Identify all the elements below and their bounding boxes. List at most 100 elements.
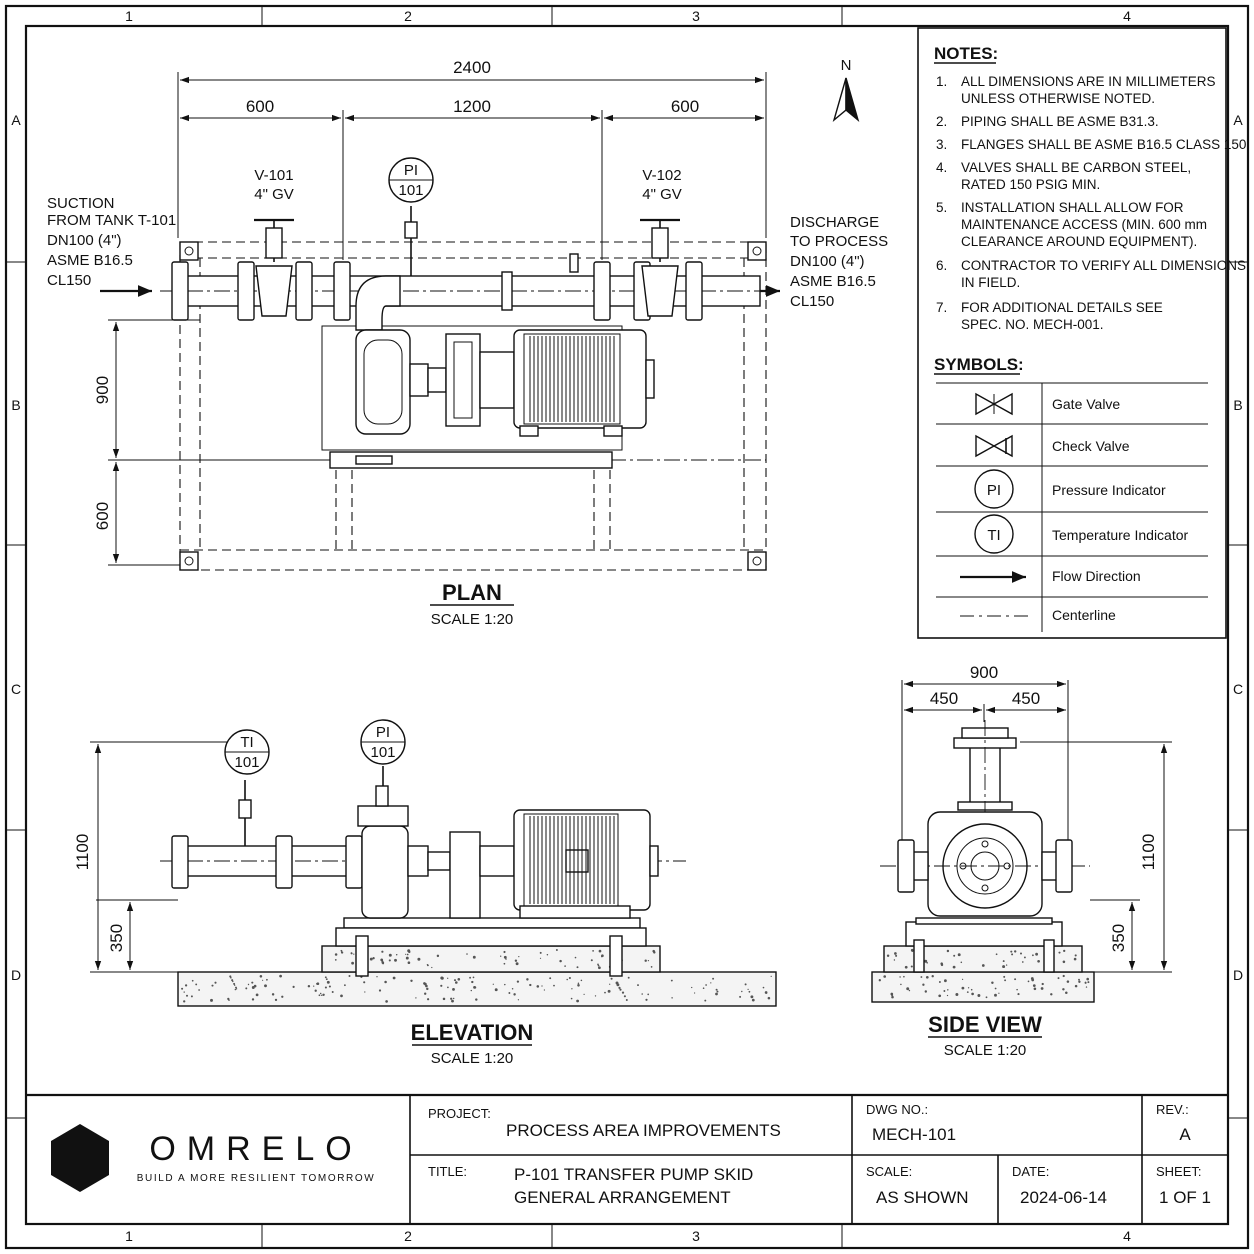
date-label: DATE: (1012, 1164, 1049, 1179)
grid-row-a-right: A (1233, 112, 1243, 128)
elevation-dim-height: 1100 (73, 834, 92, 871)
elevation-ti-label: TI (240, 734, 253, 751)
side-dim-left: 450 (930, 689, 958, 708)
discharge-note-line-1: DISCHARGE (790, 214, 879, 231)
side-dim-height: 1100 (1139, 834, 1158, 871)
company-logo-hexagon (51, 1124, 109, 1192)
grid-col-4-top: 4 (1123, 8, 1131, 24)
side-dim-width: 900 (970, 663, 998, 682)
scale-label: SCALE: (866, 1164, 912, 1179)
grid-col-2-bottom: 2 (404, 1228, 412, 1244)
symbol-label-gate-valve: Gate Valve (1052, 396, 1120, 412)
symbol-label-centerline: Centerline (1052, 607, 1116, 623)
check-valve-icon (975, 434, 1013, 458)
title-label: TITLE: (428, 1164, 467, 1179)
project-label: PROJECT: (428, 1106, 491, 1121)
elevation-view-scale: SCALE 1:20 (431, 1050, 514, 1067)
gate-valve-icon (975, 392, 1013, 416)
plan-dim-side-upper: 900 (93, 376, 112, 404)
plan-gate-valve-v102 (640, 218, 680, 317)
grid-row-d-right: D (1233, 967, 1243, 983)
plan-motor-fins (529, 336, 615, 422)
symbol-label-flow-direction: Flow Direction (1052, 568, 1141, 584)
symbols-heading: SYMBOLS: (934, 355, 1024, 374)
elevation-view-title: ELEVATION (411, 1020, 534, 1045)
plan-valve-v102-type: 4" GV (642, 186, 682, 203)
north-label: N (841, 57, 852, 74)
elevation-pi-label: PI (376, 724, 390, 741)
symbol-label-temperature-indicator: Temperature Indicator (1052, 527, 1189, 543)
elevation-pump (357, 766, 659, 919)
side-dim-right: 450 (1012, 689, 1040, 708)
grid-labels: 1 2 3 4 1 2 3 4 A B C D A B C D (11, 8, 1243, 1244)
date-value: 2024-06-14 (1020, 1188, 1107, 1207)
elevation-motor-fins (529, 816, 615, 904)
discharge-note-line-2: TO PROCESS (790, 233, 888, 250)
symbols-table (936, 382, 1208, 632)
title-block: OMRELO BUILD A MORE RESILIENT TOMORROW P… (26, 1093, 1228, 1224)
company-name: OMRELO (149, 1130, 362, 1168)
suction-note-line-1: SUCTION (47, 195, 115, 212)
plan-pi-number: 101 (398, 182, 423, 199)
elevation-foundation (177, 971, 777, 1007)
pressure-indicator-icon: PI (974, 469, 1014, 509)
notes-heading: NOTES: (934, 44, 998, 63)
suction-note-line-4: ASME B16.5 (47, 252, 133, 269)
elevation-ti-101-bubble: TI 101 (224, 729, 270, 775)
plan-view: 2400 600 1200 600 900 600 (47, 57, 888, 628)
plan-valve-v101-tag: V-101 (254, 167, 293, 184)
concrete-hatch (181, 949, 772, 1003)
suction-note-line-3: DN100 (4") (47, 232, 122, 249)
note-7-line-1: FOR ADDITIONAL DETAILS SEE (961, 300, 1163, 315)
elevation-grout-pad (321, 945, 661, 973)
plan-valve-v102-tag: V-102 (642, 167, 681, 184)
company-tagline: BUILD A MORE RESILIENT TOMORROW (137, 1173, 376, 1184)
plan-dim-side-lower: 600 (93, 502, 112, 530)
note-7-num: 7. (936, 300, 947, 315)
side-foundation (871, 971, 1095, 1003)
symbol-pi-glyph: PI (987, 482, 1001, 499)
elevation-pi-number: 101 (370, 744, 395, 761)
side-view: 900 450 450 1100 350 (871, 663, 1172, 1059)
grid-col-1-bottom: 1 (125, 1228, 133, 1244)
plan-view-title: PLAN (442, 580, 502, 605)
plan-pi-101-bubble: PI 101 (388, 157, 434, 203)
title-value-line-2: GENERAL ARRANGEMENT (514, 1188, 731, 1207)
sheet-border (4, 4, 1250, 1250)
note-5-line-2: MAINTENANCE ACCESS (MIN. 600 mm (961, 217, 1207, 232)
plan-pipe (160, 206, 780, 331)
elevation-pi-101-bubble: PI 101 (360, 719, 406, 765)
note-1-line-2: UNLESS OTHERWISE NOTED. (961, 91, 1155, 106)
elevation-dim-base: 350 (107, 924, 126, 952)
grid-col-2-top: 2 (404, 8, 412, 24)
plan-valve-v101-type: 4" GV (254, 186, 294, 203)
side-concrete-hatch (878, 948, 1090, 999)
note-4-line-2: RATED 150 PSIG MIN. (961, 177, 1100, 192)
note-5-line-1: INSTALLATION SHALL ALLOW FOR (961, 200, 1184, 215)
grid-col-4-bottom: 4 (1123, 1228, 1131, 1244)
plan-pump (355, 329, 655, 437)
plan-dim-right: 600 (671, 97, 699, 116)
north-arrow-icon: N (832, 57, 860, 122)
note-5-num: 5. (936, 200, 947, 215)
grid-row-b-right: B (1233, 397, 1242, 413)
dwg-label: DWG NO.: (866, 1102, 928, 1117)
plan-gate-valve-v101 (254, 218, 294, 317)
notes-panel: NOTES: 1. ALL DIMENSIONS ARE IN MILLIMET… (917, 27, 1250, 639)
note-1-line-1: ALL DIMENSIONS ARE IN MILLIMETERS (961, 74, 1216, 89)
grid-row-c-right: C (1233, 681, 1243, 697)
sheet-label: SHEET: (1156, 1164, 1202, 1179)
note-4-num: 4. (936, 160, 947, 175)
side-view-title: SIDE VIEW (928, 1012, 1042, 1037)
grid-row-b-left: B (11, 397, 20, 413)
plan-view-scale: SCALE 1:20 (431, 611, 514, 628)
title-value-line-1: P-101 TRANSFER PUMP SKID (514, 1165, 753, 1184)
project-value: PROCESS AREA IMPROVEMENTS (506, 1121, 781, 1140)
note-4-line-1: VALVES SHALL BE CARBON STEEL, (961, 160, 1191, 175)
note-6-line-1: CONTRACTOR TO VERIFY ALL DIMENSIONS (961, 258, 1246, 273)
grid-row-d-left: D (11, 967, 21, 983)
suction-note-line-5: CL150 (47, 272, 91, 289)
symbol-label-pressure-indicator: Pressure Indicator (1052, 482, 1166, 498)
note-7-line-2: SPEC. NO. MECH-001. (961, 317, 1104, 332)
grid-row-a-left: A (11, 112, 21, 128)
